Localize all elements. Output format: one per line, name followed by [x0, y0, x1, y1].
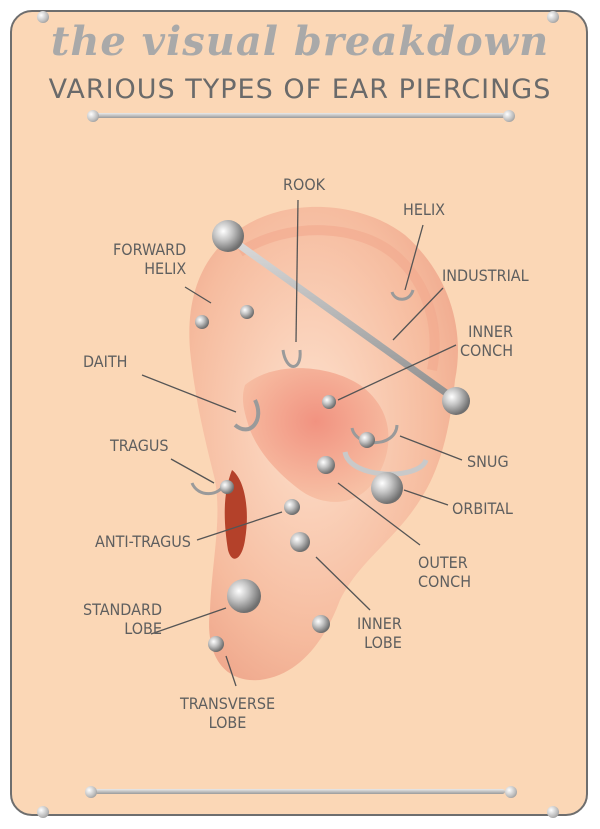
- label-orbital: ORBITAL: [452, 499, 513, 518]
- transverse-lobe-stud: [208, 636, 224, 652]
- industrial-bar: [224, 233, 460, 404]
- label-line: HELIX: [144, 259, 187, 278]
- tragus-leader: [170, 458, 215, 484]
- helix-rim: [237, 225, 440, 371]
- label-line: ROOK: [283, 175, 326, 194]
- label-line: SNUG: [467, 452, 509, 471]
- daith-leader: [141, 374, 237, 413]
- label-standard-lobe: STANDARD LOBE: [83, 600, 162, 638]
- anti-tragus-stud: [284, 499, 300, 515]
- label-line: CONCH: [460, 341, 514, 360]
- helix-leader: [404, 224, 424, 291]
- label-line: LOBE: [124, 619, 163, 638]
- rook-leader: [295, 199, 299, 343]
- label-daith: DAITH: [83, 352, 128, 371]
- inner-lobe-leader: [315, 556, 371, 611]
- label-line: FORWARD: [113, 240, 187, 259]
- orbital-leader: [403, 489, 449, 506]
- label-line: OUTER: [418, 553, 468, 572]
- inner-conch-leader: [337, 344, 457, 401]
- label-line: INNER: [357, 614, 402, 633]
- industrial-ball-top: [212, 220, 244, 252]
- bar-end-icon: [505, 786, 517, 798]
- poster-title: the visual breakdown: [50, 18, 550, 65]
- corner-screw-icon: [37, 11, 49, 23]
- rook-ring: [281, 349, 302, 368]
- standard-lobe-leader: [150, 607, 227, 635]
- orbital-ball: [371, 472, 403, 504]
- label-line: DAITH: [83, 352, 128, 371]
- label-industrial: INDUSTRIAL: [442, 266, 529, 285]
- header-divider-bar: [95, 113, 505, 118]
- label-line: INDUSTRIAL: [442, 266, 529, 285]
- outer-lobe-stud: [290, 532, 310, 552]
- label-line: INNER: [468, 322, 514, 341]
- label-outer-conch: OUTER CONCH: [418, 553, 471, 591]
- daith-ring: [233, 399, 261, 432]
- corner-screw-icon: [37, 806, 49, 818]
- concha-shape: [242, 368, 389, 502]
- outer-conch-stud: [317, 456, 335, 474]
- forward-helix-stud-1: [195, 315, 209, 329]
- label-line: ANTI-TRAGUS: [95, 532, 191, 551]
- snug-ring: [350, 424, 399, 445]
- forward-helix-stud-2: [240, 305, 254, 319]
- industrial-ball-bottom: [442, 387, 470, 415]
- industrial-leader: [392, 287, 444, 341]
- bar-end-icon: [85, 786, 97, 798]
- forward-helix-leader: [184, 286, 212, 304]
- poster-subtitle: VARIOUS TYPES OF EAR PIERCINGS: [48, 74, 552, 105]
- label-line: LOBE: [364, 633, 402, 652]
- label-inner-conch: INNER CONCH: [460, 322, 513, 360]
- label-transverse-lobe: TRANSVERSE LOBE: [180, 694, 275, 732]
- label-line: CONCH: [418, 572, 472, 591]
- bar-end-icon: [87, 110, 99, 122]
- label-anti-tragus: ANTI-TRAGUS: [95, 532, 191, 551]
- label-snug: SNUG: [467, 452, 509, 471]
- helix-ring: [390, 289, 415, 301]
- label-line: STANDARD: [83, 600, 163, 619]
- bar-end-icon: [503, 110, 515, 122]
- tragus-stud: [220, 480, 234, 494]
- label-line: ORBITAL: [452, 499, 513, 518]
- label-rook: ROOK: [283, 175, 325, 194]
- corner-screw-icon: [547, 806, 559, 818]
- anti-tragus-leader: [196, 511, 283, 541]
- footer-divider-bar: [95, 789, 505, 794]
- label-line: TRAGUS: [110, 436, 169, 455]
- snug-leader: [399, 435, 463, 461]
- outer-conch-leader: [337, 482, 421, 546]
- snug-stud: [359, 432, 375, 448]
- standard-lobe-stud: [227, 579, 261, 613]
- label-forward-helix: FORWARD HELIX: [113, 240, 186, 278]
- label-inner-lobe: INNER LOBE: [357, 614, 402, 652]
- label-line: HELIX: [403, 200, 446, 219]
- transverse-lobe-leader: [225, 655, 237, 687]
- label-line: TRANSVERSE: [180, 694, 276, 713]
- corner-screw-icon: [547, 11, 559, 23]
- label-helix: HELIX: [403, 200, 445, 219]
- label-tragus: TRAGUS: [110, 436, 169, 455]
- label-line: LOBE: [208, 713, 247, 732]
- inner-lobe-stud: [312, 615, 330, 633]
- inner-conch-stud: [322, 395, 336, 409]
